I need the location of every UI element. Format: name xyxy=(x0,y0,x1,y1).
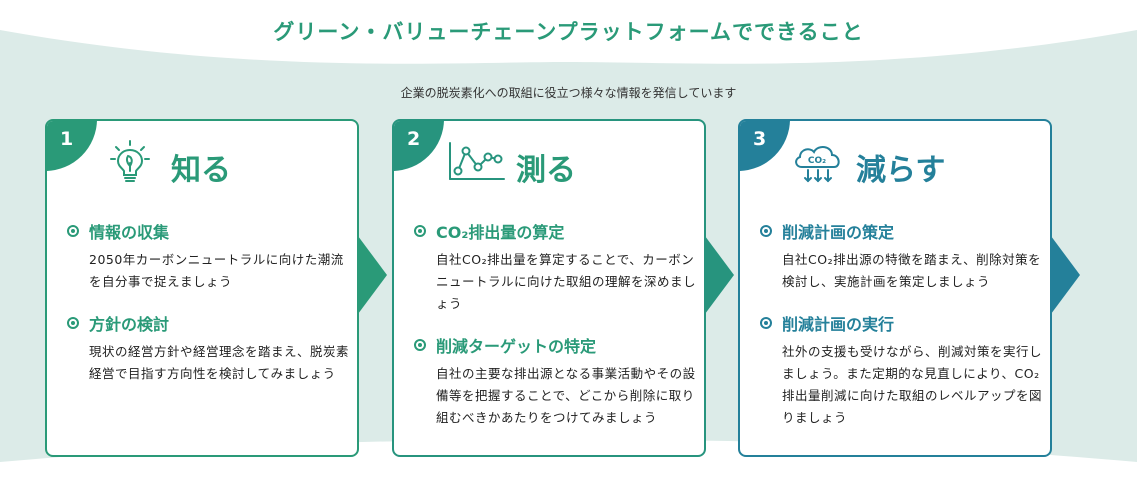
card-heading: 測る xyxy=(516,153,576,188)
page-subtitle: 企業の脱炭素化への取組に役立つ様々な情報を発信しています xyxy=(400,86,737,100)
section-body: 自社CO₂排出量を算定することで、カーボンニュートラルに向けた取組の理解を深めま… xyxy=(436,252,697,311)
section-plan-execution: 削減計画の実行 社外の支援も受けながら、削減対策を実行しましょう。また定期的な見… xyxy=(760,311,1042,429)
arrow-3-end xyxy=(1048,232,1080,318)
arrow-2-to-3 xyxy=(702,232,734,318)
bullet-icon xyxy=(67,225,79,237)
card-sections: CO₂排出量の算定 自社CO₂排出量を算定することで、カーボンニュートラルに向け… xyxy=(414,219,696,447)
section-title: CO₂排出量の算定 xyxy=(436,223,565,242)
card-sections: 情報の収集 2050年カーボンニュートラルに向けた潮流を自分事で捉えましょう 方… xyxy=(67,219,349,403)
section-body: 現状の経営方針や経営理念を踏まえ、脱炭素経営で目指す方向性を検討してみましょう xyxy=(89,344,350,381)
card-measure: 2 測る CO₂排出量の算定 自社CO₂排出量を算定することで、カーボンニュート… xyxy=(392,119,706,457)
section-title: 情報の収集 xyxy=(89,223,170,242)
section-title: 削減計画の策定 xyxy=(782,223,895,242)
bullet-icon xyxy=(67,317,79,329)
step-number-badge: 1 xyxy=(47,121,97,171)
card-know: 1 知る 情報の収集 2050年カーボンニュートラルに向けた潮流を自分事で捉えま… xyxy=(45,119,359,457)
section-title: 削減計画の実行 xyxy=(782,315,895,334)
card-heading: 知る xyxy=(171,153,231,188)
bullet-icon xyxy=(760,317,772,329)
bullet-icon xyxy=(414,339,426,351)
section-body: 自社CO₂排出源の特徴を踏まえ、削除対策を検討し、実施計画を策定しましょう xyxy=(782,252,1042,289)
step-number: 2 xyxy=(407,128,421,150)
section-title: 方針の検討 xyxy=(89,315,170,334)
step-number-badge: 2 xyxy=(394,121,444,171)
arrow-1-to-2 xyxy=(355,232,387,318)
line-chart-icon xyxy=(449,142,505,180)
step-number: 3 xyxy=(753,128,767,150)
section-info-collection: 情報の収集 2050年カーボンニュートラルに向けた潮流を自分事で捉えましょう xyxy=(67,219,349,293)
section-body: 2050年カーボンニュートラルに向けた潮流を自分事で捉えましょう xyxy=(89,252,344,289)
section-reduction-plan: 削減計画の策定 自社CO₂排出源の特徴を踏まえ、削除対策を検討し、実施計画を策定… xyxy=(760,219,1042,293)
card-sections: 削減計画の策定 自社CO₂排出源の特徴を踏まえ、削除対策を検討し、実施計画を策定… xyxy=(760,219,1042,447)
lightbulb-leaf-icon xyxy=(110,140,150,182)
step-number: 1 xyxy=(60,128,74,150)
card-reduce: 3 CO₂ 減らす 削減計画の策定 自社CO₂排出源の特徴を踏まえ、削除対策を検… xyxy=(738,119,1052,457)
section-co2-calculation: CO₂排出量の算定 自社CO₂排出量を算定することで、カーボンニュートラルに向け… xyxy=(414,219,696,315)
section-target-identification: 削減ターゲットの特定 自社の主要な排出源となる事業活動やその設備等を把握すること… xyxy=(414,333,696,429)
section-policy: 方針の検討 現状の経営方針や経営理念を踏まえ、脱炭素経営で目指す方向性を検討して… xyxy=(67,311,349,385)
page-title: グリーン・バリューチェーンプラットフォームでできること xyxy=(273,20,864,44)
section-title: 削減ターゲットの特定 xyxy=(436,337,597,356)
card-heading: 減らす xyxy=(856,153,946,188)
section-body: 社外の支援も受けながら、削減対策を実行しましょう。また定期的な見直しにより、CO… xyxy=(782,344,1043,425)
co2-cloud-down-icon: CO₂ xyxy=(795,146,840,183)
step-number-badge: 3 xyxy=(740,121,790,171)
bullet-icon xyxy=(760,225,772,237)
bullet-icon xyxy=(414,225,426,237)
section-body: 自社の主要な排出源となる事業活動やその設備等を把握することで、どこから削除に取り… xyxy=(436,366,696,425)
co2-icon-text: CO₂ xyxy=(808,156,826,166)
